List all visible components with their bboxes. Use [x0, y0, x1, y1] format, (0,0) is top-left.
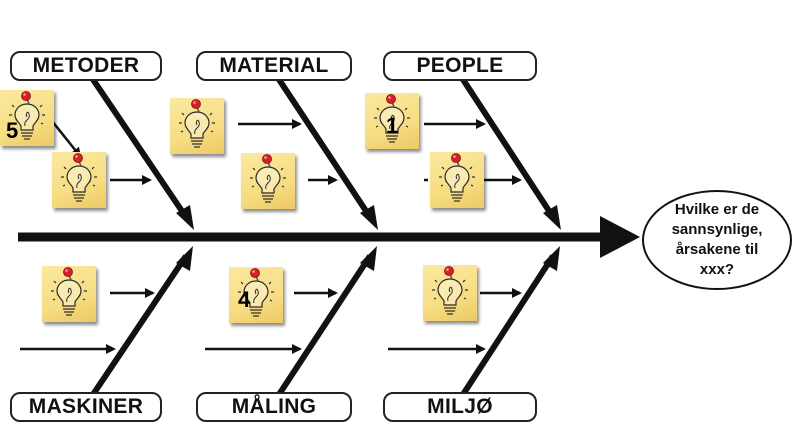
bone-miljo — [459, 254, 556, 398]
sticky-note — [170, 98, 224, 154]
lightbulb-icon — [9, 103, 45, 140]
pushpin-icon — [21, 91, 31, 105]
lightbulb-icon — [374, 106, 410, 143]
lightbulb-icon — [179, 111, 215, 148]
bone-maskiner — [89, 254, 189, 398]
effect-ellipse: Hvilke er de sannsynlige, årsakene til x… — [642, 190, 792, 290]
category-metoder: METODER — [10, 51, 162, 81]
lightbulb-icon — [250, 166, 286, 203]
pushpin-icon — [191, 99, 201, 113]
bone-maling-arrowhead — [360, 246, 377, 271]
note-number: 5 — [6, 118, 19, 143]
pushpin-icon — [250, 268, 260, 282]
pushpin-icon — [444, 266, 454, 280]
sticky-note — [241, 153, 295, 209]
note-number: 1 — [386, 113, 399, 138]
bone-metoder-arrowhead — [176, 205, 194, 230]
note-number: 4 — [238, 287, 251, 312]
lightbulb-icon — [439, 165, 475, 202]
bone-maskiner-arrowhead — [176, 246, 193, 271]
pushpin-icon — [262, 154, 272, 168]
pushpin-icon — [451, 153, 461, 167]
sticky-note — [423, 265, 477, 321]
lightbulb-icon — [238, 280, 274, 317]
bone-people — [459, 76, 558, 222]
sticky-note: 5 — [0, 90, 54, 146]
sticky-note: 1 — [365, 93, 419, 149]
effect-text-line: årsakene til — [675, 241, 759, 258]
spine-arrowhead — [600, 216, 640, 258]
category-people: PEOPLE — [383, 51, 537, 81]
category-maskiner: MASKINER — [10, 392, 162, 422]
bone-metoder — [89, 76, 191, 222]
category-material: MATERIAL — [196, 51, 352, 81]
sticky-note — [52, 152, 106, 208]
effect-text-line: xxx? — [699, 261, 735, 278]
sticky-note — [42, 266, 96, 322]
sticky-note: 4 — [229, 267, 283, 323]
pushpin-icon — [386, 94, 396, 108]
bone-miljo-arrowhead — [543, 246, 560, 271]
pushpin-icon — [73, 153, 83, 167]
sticky-note — [430, 152, 484, 208]
bone-people-arrowhead — [543, 205, 561, 230]
lightbulb-icon — [432, 278, 468, 315]
category-maling: MÅLING — [196, 392, 352, 422]
category-miljo: MILJØ — [383, 392, 537, 422]
pushpin-icon — [63, 267, 73, 281]
lightbulb-icon — [51, 279, 87, 316]
bone-material — [275, 76, 375, 222]
bone-maling — [275, 254, 373, 398]
effect-text-line: Hvilke er de — [674, 201, 760, 218]
lightbulb-icon — [61, 165, 97, 202]
effect-text-line: sannsynlige, — [671, 221, 763, 238]
bone-material-arrowhead — [360, 205, 378, 230]
